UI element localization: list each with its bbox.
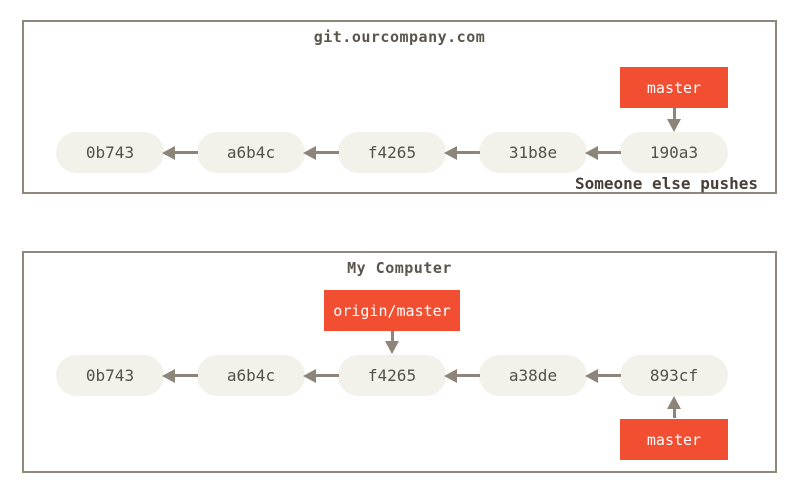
branch-pointer-arrow-icon [384,331,400,354]
remote-commit-31b8e: 31b8e [479,132,587,173]
arrow-shaft [672,108,676,122]
remote-commit-f4265: f4265 [338,132,446,173]
local-origin-master-label: origin/master [324,290,460,331]
parent-arrow-icon [444,368,480,384]
arrow-head [303,145,316,160]
annotation-someone-else-pushes: Someone else pushes [574,174,758,193]
parent-arrow-icon [444,145,480,161]
parent-arrow-icon [162,145,198,161]
arrow-head [162,145,175,160]
arrow-head [444,145,457,160]
parent-arrow-icon [162,368,198,384]
arrow-head [585,145,598,160]
local-commit-f4265: f4265 [338,355,446,396]
local-master-label: master [620,419,728,460]
arrow-head [385,341,399,354]
arrow-shaft [454,151,480,154]
parent-arrow-icon [585,145,621,161]
arrow-head [303,368,316,383]
remote-commit-190a3: 190a3 [620,132,728,173]
arrow-shaft [313,151,339,154]
remote-commit-0b743: 0b743 [56,132,164,173]
remote-master-label: master [620,67,728,108]
parent-arrow-icon [303,145,339,161]
local-commit-a6b4c: a6b4c [197,355,305,396]
arrow-shaft [454,374,480,377]
local-commit-a38de: a38de [479,355,587,396]
local-commit-893cf: 893cf [620,355,728,396]
arrow-head [667,119,681,132]
remote-repo-panel: git.ourcompany.com [22,20,777,194]
remote-commit-a6b4c: a6b4c [197,132,305,173]
branch-pointer-arrow-icon [666,396,682,418]
local-commit-0b743: 0b743 [56,355,164,396]
arrow-shaft [595,151,621,154]
arrow-shaft [595,374,621,377]
arrow-head [162,368,175,383]
arrow-head [444,368,457,383]
arrow-shaft [672,406,676,418]
local-repo-title: My Computer [347,259,452,277]
parent-arrow-icon [303,368,339,384]
branch-pointer-arrow-icon [666,108,682,132]
local-repo-panel: My Computer [22,251,777,473]
remote-repo-title: git.ourcompany.com [313,28,486,46]
arrow-shaft [172,374,198,377]
parent-arrow-icon [585,368,621,384]
arrow-shaft [172,151,198,154]
arrow-shaft [313,374,339,377]
arrow-head [667,396,681,409]
arrow-head [585,368,598,383]
arrow-shaft [390,331,394,344]
